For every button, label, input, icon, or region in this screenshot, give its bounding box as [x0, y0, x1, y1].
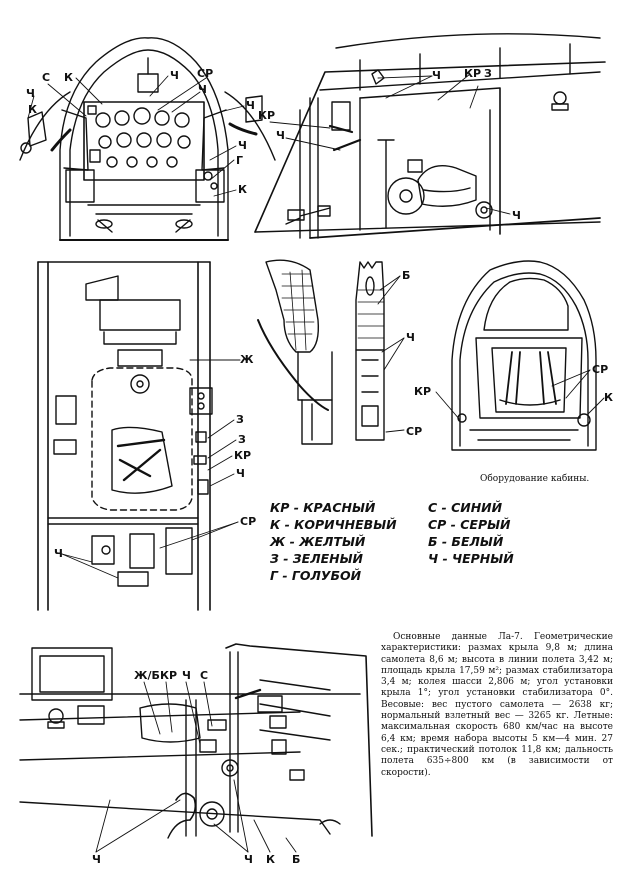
callout-front-ch-3: Ч	[26, 87, 35, 100]
figure-caption: Оборудование кабины.	[480, 474, 590, 484]
callout-stick-b: Б	[402, 269, 411, 282]
callout-front-g: Г	[236, 154, 244, 167]
callout-front-ch-2: Ч	[198, 83, 207, 96]
callout-bottom-kr: КР	[160, 669, 178, 682]
leader-lines	[27, 73, 605, 853]
color-legend: КР - КРАСНЫЙ К - КОРИЧНЕВЫЙ Ж - ЖЕЛТЫЙ З…	[270, 499, 610, 585]
callout-front-k-2: К	[28, 103, 37, 116]
callout-side-ch: Ч	[432, 69, 441, 82]
callout-plan-zh: Ж	[240, 353, 254, 366]
legend-item: К - КОРИЧНЕВЫЙ	[270, 517, 397, 532]
callout-front-ch: Ч	[170, 69, 179, 82]
front-view-drawing	[19, 37, 276, 241]
plan-view-drawing	[37, 261, 213, 611]
callout-front-c: С	[42, 71, 51, 84]
legend-item: З - ЗЕЛЕНЫЙ	[270, 551, 363, 566]
callout-front-ch-5: Ч	[238, 139, 247, 152]
callout-side-kr: КР	[464, 67, 482, 80]
legend-item: Ж - ЖЕЛТЫЙ	[270, 534, 366, 549]
callout-seat-k: К	[604, 391, 613, 404]
callout-plan-z-2: З	[238, 433, 246, 446]
callout-front-k: К	[64, 71, 73, 84]
callout-front-ch-4: Ч	[246, 99, 255, 112]
callout-front-sr: СР	[197, 67, 214, 80]
callout-bottom-b: Б	[292, 853, 301, 866]
bottom-view-drawing	[19, 643, 373, 839]
callout-seat-sr: СР	[592, 363, 609, 376]
callout-bottom-ch-3: Ч	[244, 853, 253, 866]
seat-drawing	[451, 260, 597, 451]
stick-side-drawing	[355, 261, 385, 441]
callout-seat-kr: КР	[414, 385, 432, 398]
callout-front-k-3: К	[238, 183, 247, 196]
callout-bottom-ch: Ч	[182, 669, 191, 682]
callout-stick-ch: Ч	[406, 331, 415, 344]
legend-item: Б - БЕЛЫЙ	[428, 534, 504, 549]
legend-item: Г - ГОЛУБОЙ	[270, 568, 362, 583]
legend-item: Ч - ЧЕРНЫЙ	[428, 551, 514, 566]
stick-drawing	[257, 259, 333, 445]
callout-plan-sr: СР	[240, 515, 257, 528]
callout-stick-sr: СР	[406, 425, 423, 438]
legend-item: С - СИНИЙ	[428, 500, 503, 515]
callout-bottom-c: С	[200, 669, 209, 682]
callout-plan-z: З	[236, 413, 244, 426]
callout-bottom-zh-b: Ж/Б	[134, 669, 160, 682]
side-view-drawing	[254, 33, 606, 239]
callout-plan-ch-2: Ч	[54, 547, 63, 560]
callout-plan-kr: КР	[234, 449, 252, 462]
callout-plan-ch: Ч	[236, 467, 245, 480]
specs-text: Основные данные Ла-7. Геометрические хар…	[381, 632, 613, 779]
callout-side-z: З	[484, 67, 492, 80]
callout-side-ch-2: Ч	[276, 129, 285, 142]
specs-paragraph: Основные данные Ла-7. Геометрические хар…	[381, 632, 613, 778]
legend-item: КР - КРАСНЫЙ	[270, 500, 376, 515]
callout-bottom-ch-2: Ч	[92, 853, 101, 866]
callout-bottom-k: К	[266, 853, 275, 866]
legend-item: СР - СЕРЫЙ	[428, 517, 511, 532]
legend-column-left: КР - КРАСНЫЙ К - КОРИЧНЕВЫЙ Ж - ЖЕЛТЫЙ З…	[270, 499, 397, 584]
callout-side-kr-2: КР	[258, 109, 276, 122]
legend-column-right: С - СИНИЙ СР - СЕРЫЙ Б - БЕЛЫЙ Ч - ЧЕРНЫ…	[428, 499, 514, 567]
callout-side-ch-3: Ч	[512, 209, 521, 222]
